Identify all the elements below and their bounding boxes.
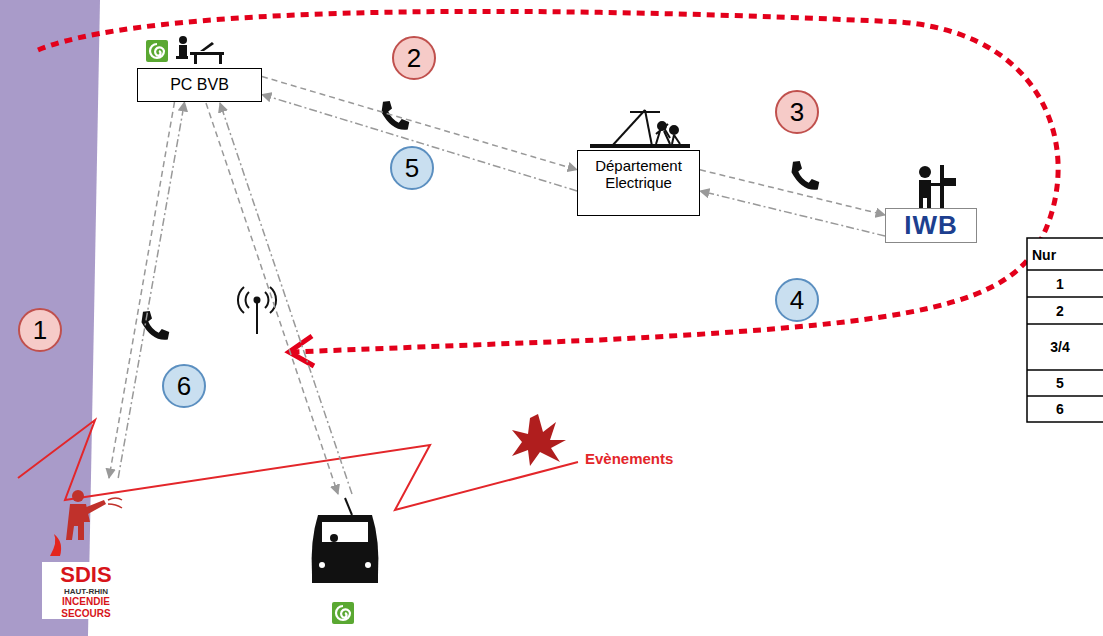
- phone-link: [118, 102, 184, 478]
- catenary-work-icon: [590, 110, 690, 146]
- technician-icon: [919, 165, 956, 208]
- sdis-logo: SDISHAUT-RHININCENDIE SECOURS: [40, 478, 132, 621]
- table-cell: 6: [1030, 397, 1090, 421]
- callout-number: 5: [390, 146, 434, 190]
- phone-icon: [382, 101, 410, 130]
- node-text: INCENDIE SECOURS: [42, 596, 130, 619]
- callout-number: 3: [775, 90, 819, 134]
- table-cell: 5: [1030, 371, 1090, 395]
- phone-link: [700, 170, 885, 215]
- table-grid: [1027, 238, 1103, 422]
- table-cell: 2: [1030, 298, 1090, 323]
- table-cell: Nur: [1030, 240, 1092, 269]
- table-cell: 1: [1030, 271, 1090, 296]
- callout-number: 6: [162, 364, 206, 408]
- tram-icon: [312, 498, 379, 624]
- phone-link: [700, 191, 885, 236]
- phone-icon: [792, 161, 820, 190]
- iwb-logo-box: IWB: [885, 208, 977, 243]
- radio-link: [206, 103, 338, 494]
- node-text: HAUT-RHIN: [42, 587, 130, 596]
- callout-number: 4: [775, 278, 819, 322]
- event-label: Evènements: [585, 450, 673, 467]
- callout-number: 2: [392, 36, 436, 80]
- explosion-icon: [512, 414, 566, 466]
- table-cell: 3/4: [1030, 325, 1090, 369]
- radio-link: [220, 103, 352, 494]
- phone-link: [262, 95, 577, 191]
- callout-number: 1: [18, 308, 62, 352]
- event-line: [18, 420, 578, 510]
- node-text: PC BVB: [150, 76, 249, 94]
- node-text: IWB: [896, 210, 966, 241]
- node-text: Département Electrique: [582, 157, 695, 191]
- firefighter-icon: [50, 490, 122, 556]
- phone-link: [109, 102, 175, 478]
- scope-loop: [38, 11, 1058, 352]
- node-text: SDIS: [42, 562, 130, 587]
- operator-icon: [146, 36, 224, 64]
- department-box: Département Electrique: [577, 150, 700, 216]
- control-room-box: PC BVB: [137, 68, 262, 102]
- side-band: [0, 0, 100, 636]
